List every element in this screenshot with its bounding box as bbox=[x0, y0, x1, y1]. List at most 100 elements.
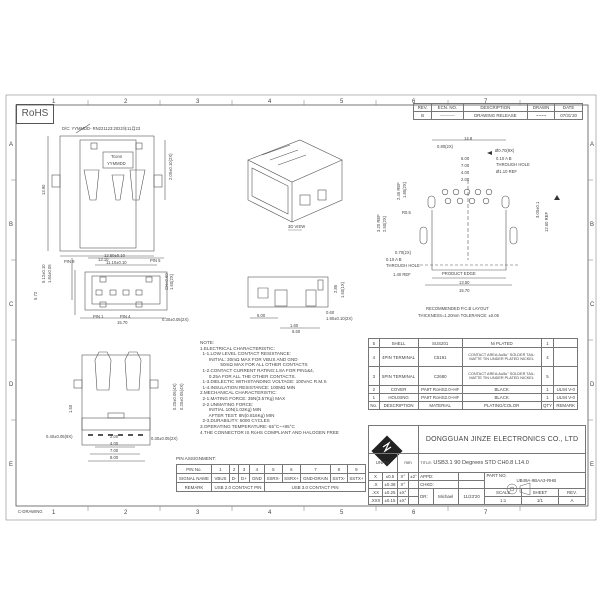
svg-text:E: E bbox=[9, 462, 13, 468]
svg-text:E: E bbox=[590, 462, 594, 468]
svg-text:Ø0.70(9X): Ø0.70(9X) bbox=[495, 148, 515, 153]
svg-text:13.50: 13.50 bbox=[459, 280, 470, 285]
svg-text:0.10 A B: 0.10 A B bbox=[496, 156, 512, 161]
svg-text:4.00: 4.00 bbox=[110, 441, 119, 446]
svg-text:YYMMDD: YYMMDD bbox=[107, 161, 126, 166]
svg-text:6.00: 6.00 bbox=[461, 156, 470, 161]
pcb-layout bbox=[419, 139, 520, 286]
svg-text:D: D bbox=[9, 382, 14, 388]
svg-text:RECOMMENDED P.C.B LAYOUT: RECOMMENDED P.C.B LAYOUT bbox=[426, 306, 489, 311]
svg-text:2.00±0.10(2X): 2.00±0.10(2X) bbox=[168, 153, 173, 180]
svg-text:1: 1 bbox=[52, 510, 56, 516]
drawing-title: USB3.1 90 Degrees STD CH0.8 L14.0 bbox=[433, 459, 529, 466]
svg-text:13.10: 13.10 bbox=[98, 257, 109, 262]
svg-text:0.70(2X): 0.70(2X) bbox=[395, 250, 412, 255]
svg-text:3.00±0.1: 3.00±0.1 bbox=[535, 201, 540, 218]
svg-text:C: C bbox=[9, 302, 14, 308]
svg-text:4: 4 bbox=[268, 99, 272, 105]
svg-text:D: D bbox=[590, 382, 595, 388]
svg-text:6: 6 bbox=[412, 99, 416, 105]
svg-text:C: C bbox=[590, 302, 595, 308]
svg-text:2: 2 bbox=[124, 99, 128, 105]
svg-text:THICKNESS=1.20mm TOLERANCE: ±: THICKNESS=1.20mm TOLERANCE: ±0.05 bbox=[418, 313, 500, 318]
rohs-label: RoHS bbox=[16, 104, 54, 124]
top-view bbox=[47, 123, 166, 257]
svg-text:4: 4 bbox=[268, 510, 272, 516]
svg-text:15.70: 15.70 bbox=[117, 320, 128, 325]
svg-text:0.20±0.05(4X): 0.20±0.05(4X) bbox=[179, 383, 184, 410]
svg-text:C-DRAWING: C-DRAWING bbox=[18, 509, 43, 514]
svg-text:2: 2 bbox=[124, 510, 128, 516]
svg-text:1.50: 1.50 bbox=[68, 404, 73, 413]
part-number: UB49A-9BAA3-RHB bbox=[516, 477, 557, 483]
svg-text:8.00: 8.00 bbox=[110, 455, 119, 460]
svg-text:5.72: 5.72 bbox=[33, 291, 38, 300]
svg-text:A: A bbox=[9, 142, 13, 148]
svg-text:7: 7 bbox=[484, 510, 488, 516]
svg-text:5: 5 bbox=[340, 510, 344, 516]
svg-text:3: 3 bbox=[196, 510, 200, 516]
svg-text:1.90±0.10(2X): 1.90±0.10(2X) bbox=[326, 316, 353, 321]
svg-text:1.60: 1.60 bbox=[290, 323, 299, 328]
svg-text:PIN 1: PIN 1 bbox=[93, 314, 104, 319]
svg-text:2.50(2X): 2.50(2X) bbox=[382, 215, 387, 232]
svg-text:2.45 REF: 2.45 REF bbox=[396, 182, 401, 200]
svg-text:Ø1.10 REF: Ø1.10 REF bbox=[496, 169, 517, 174]
svg-text:2.00: 2.00 bbox=[110, 434, 119, 439]
svg-text:0.30±0.05(2X): 0.30±0.05(2X) bbox=[162, 317, 189, 322]
svg-text:B: B bbox=[9, 222, 13, 228]
table-row: REMARK USB 2.0 CONTACT PIN USB 3.0 CONTA… bbox=[176, 482, 366, 492]
pin-assignment-title: PIN ASSIGNMENT: bbox=[176, 456, 216, 461]
notes-block: NOTE:1.ELECTRICAL CHARACTERISTIC: 1-1.LO… bbox=[200, 340, 339, 435]
svg-text:0.30±0.05(2X): 0.30±0.05(2X) bbox=[151, 436, 178, 441]
svg-text:6.60: 6.60 bbox=[292, 329, 301, 334]
svg-text:1: 1 bbox=[52, 99, 56, 105]
svg-text:12.60 REF: 12.60 REF bbox=[544, 212, 549, 232]
iso-view bbox=[247, 139, 343, 223]
svg-text:12.50±0.10: 12.50±0.10 bbox=[104, 253, 126, 258]
svg-text:A: A bbox=[590, 142, 594, 148]
svg-text:R0.5: R0.5 bbox=[402, 210, 412, 215]
svg-text:11.10±0.10: 11.10±0.10 bbox=[106, 260, 127, 265]
svg-text:3.20 REF: 3.20 REF bbox=[376, 214, 381, 232]
svg-text:PIN 5: PIN 5 bbox=[150, 258, 161, 263]
svg-text:6: 6 bbox=[412, 510, 416, 516]
front-view bbox=[71, 257, 168, 319]
svg-text:1.60(2X): 1.60(2X) bbox=[169, 273, 174, 290]
table-row: B ---------- DRAWING RELEASE ~~~~ 07/31'… bbox=[412, 111, 583, 120]
svg-text:1.85(2X): 1.85(2X) bbox=[402, 181, 407, 198]
svg-text:0.10 A B: 0.10 A B bbox=[386, 257, 402, 262]
svg-text:13.90: 13.90 bbox=[41, 184, 46, 195]
svg-text:PRODUCT EDGE: PRODUCT EDGE bbox=[442, 271, 476, 276]
svg-text:5: 5 bbox=[340, 99, 344, 105]
svg-text:THROUGH HOLE: THROUGH HOLE bbox=[386, 263, 420, 268]
side-view bbox=[247, 276, 329, 329]
title-block: DONGGUAN JINZE ELECTRONICS CO., LTD UNIT… bbox=[367, 424, 587, 506]
svg-text:1.60(1X): 1.60(1X) bbox=[340, 281, 345, 298]
svg-text:THROUGH HOLE: THROUGH HOLE bbox=[496, 162, 530, 167]
svg-text:B: B bbox=[590, 222, 594, 228]
svg-text:2.85: 2.85 bbox=[333, 284, 338, 293]
svg-text:0.20±0.05(4X): 0.20±0.05(4X) bbox=[172, 383, 177, 410]
svg-text:7: 7 bbox=[484, 99, 488, 105]
svg-text:0.40±0.05(9X): 0.40±0.05(9X) bbox=[46, 434, 73, 439]
svg-text:PIN 9: PIN 9 bbox=[64, 259, 75, 264]
svg-text:D/C: YYMMDD- RN221123:2022年11月: D/C: YYMMDD- RN221123:2022年11月23 bbox=[62, 125, 141, 132]
svg-text:0.60: 0.60 bbox=[326, 310, 335, 315]
svg-text:1.40 REF: 1.40 REF bbox=[393, 272, 411, 277]
svg-text:6.00: 6.00 bbox=[257, 313, 266, 318]
svg-text:1.84±0.05: 1.84±0.05 bbox=[47, 264, 52, 283]
svg-text:0.80(2X): 0.80(2X) bbox=[437, 144, 454, 149]
svg-text:3: 3 bbox=[196, 99, 200, 105]
svg-text:15.70: 15.70 bbox=[459, 288, 470, 293]
